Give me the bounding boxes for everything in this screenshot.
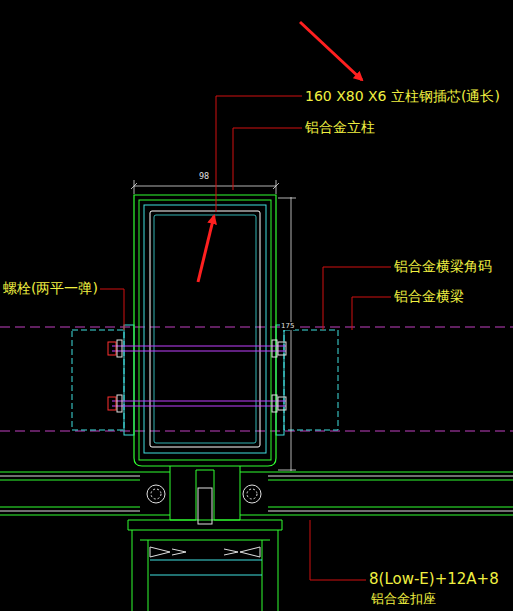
- annotation-arrow: [198, 22, 362, 282]
- screw: [150, 547, 260, 557]
- glass-spec-label: 8(Low-E)+12A+8: [368, 571, 500, 588]
- part-label: 铝合金扣座: [370, 592, 437, 607]
- leader-line: [100, 96, 391, 580]
- pressure-plate: [128, 466, 282, 611]
- part-label: 螺栓(两平一弹): [2, 280, 99, 296]
- dimension-text: 98: [198, 172, 210, 181]
- glass-unit: [0, 472, 513, 515]
- part-label: 铝合金横梁: [393, 288, 465, 304]
- aluminium-mullion: [134, 195, 276, 466]
- part-label: 铝合金横梁角码: [393, 258, 493, 274]
- dimension-text: 175: [280, 322, 295, 330]
- bolt: [108, 340, 286, 412]
- part-label: 铝合金立柱: [304, 119, 376, 135]
- transom-cleat: [72, 330, 338, 430]
- part-label: 160 X80 X6 立柱钢插芯(通长): [304, 88, 501, 104]
- transom-lines: [0, 327, 513, 431]
- dimension-line: [131, 180, 296, 471]
